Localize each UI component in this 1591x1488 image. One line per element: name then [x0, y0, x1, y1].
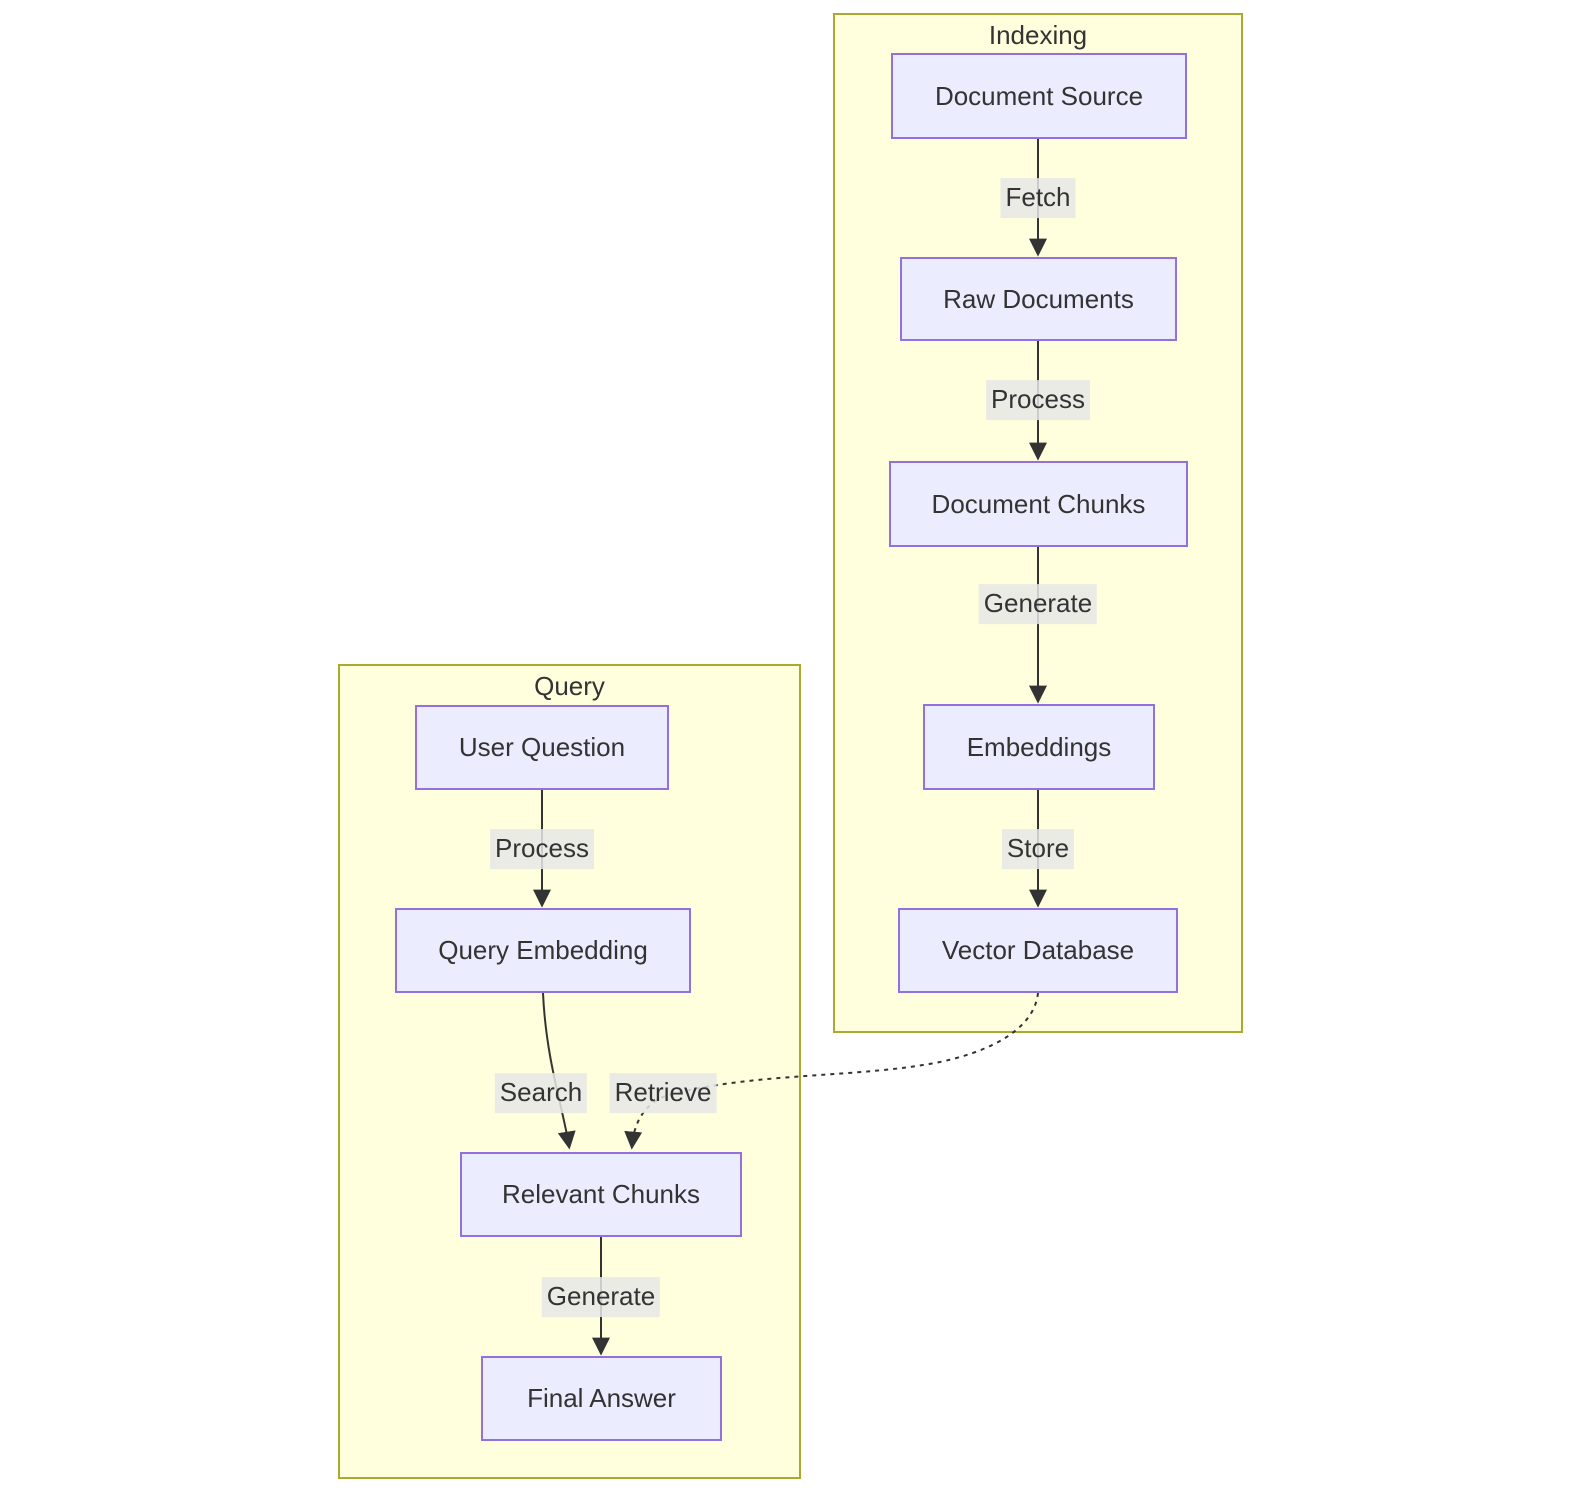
edge-label-store: Store [1001, 829, 1075, 869]
node-final-answer: Final Answer [481, 1356, 722, 1441]
node-document-chunks: Document Chunks [889, 461, 1188, 547]
node-relevant-chunks: Relevant Chunks [460, 1152, 742, 1237]
edge-query-embedding-relevant-chunks [542, 992, 576, 1150]
edge-label-generate-query: Generate [541, 1277, 661, 1317]
node-query-embedding: Query Embedding [395, 908, 691, 993]
node-raw-documents: Raw Documents [900, 257, 1177, 341]
node-vector-database: Vector Database [898, 908, 1178, 993]
edge-vector-database-relevant-chunks [624, 992, 1039, 1150]
cluster-query [338, 664, 801, 1479]
edge-label-process-indexing: Process [986, 380, 1090, 420]
edge-label-retrieve: Retrieve [609, 1073, 717, 1113]
node-user-question: User Question [415, 705, 669, 790]
cluster-indexing-title: Indexing [988, 20, 1088, 50]
node-document-source: Document Source [891, 53, 1187, 139]
edge-label-search: Search [494, 1073, 588, 1113]
edge-label-generate-indexing: Generate [978, 584, 1098, 624]
cluster-query-title: Query [534, 671, 605, 701]
edge-label-process-query: Process [490, 829, 594, 869]
node-embeddings: Embeddings [923, 704, 1155, 790]
edge-label-fetch: Fetch [1000, 178, 1076, 218]
